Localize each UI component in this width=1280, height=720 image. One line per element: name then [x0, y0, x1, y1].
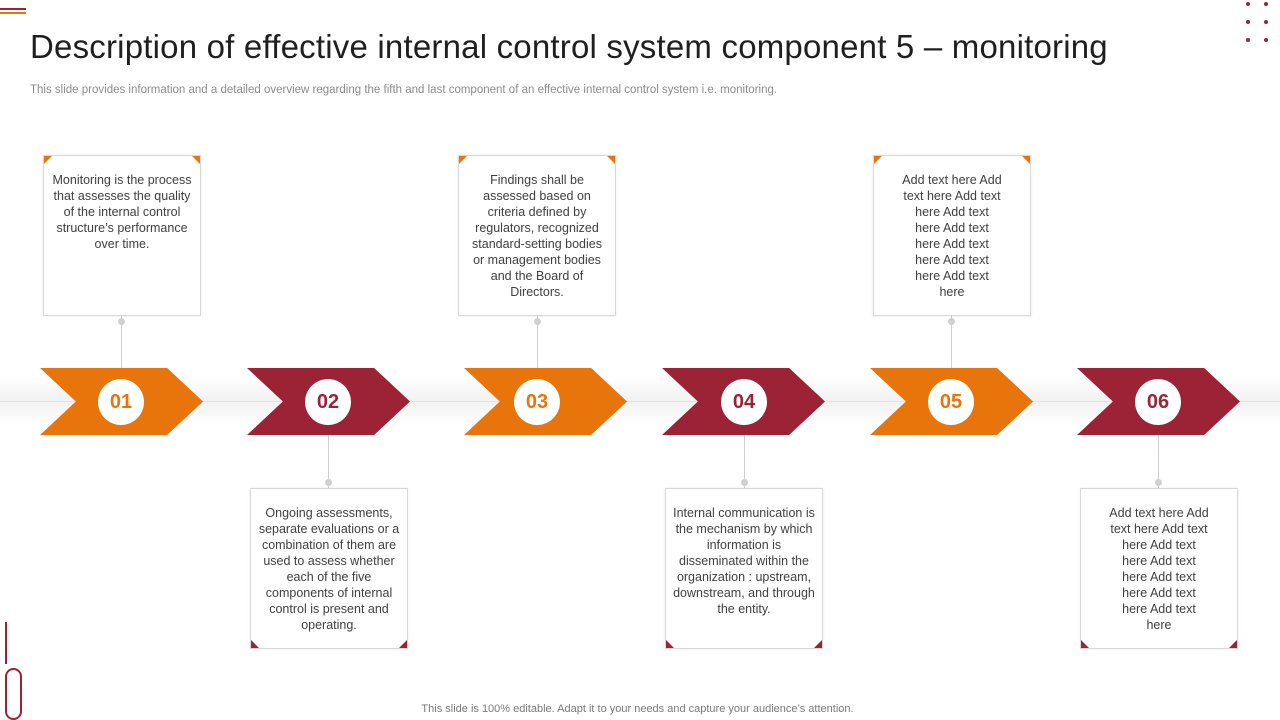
step-number-02: 02 [305, 379, 351, 425]
connector-dot [325, 479, 332, 486]
step-description: Internal communication is the mechanism … [673, 506, 815, 616]
connector-dot [118, 318, 125, 325]
corner-triangle [251, 640, 259, 648]
connector-dot [948, 318, 955, 325]
step-textbox-06[interactable]: Add text here Add text here Add text her… [1080, 488, 1238, 649]
connector-dot [1155, 479, 1162, 486]
step-description: Findings shall be assessed based on crit… [472, 173, 602, 299]
corner-triangle [666, 640, 674, 648]
left-line-decoration [5, 622, 7, 664]
step-number-03: 03 [514, 379, 560, 425]
corner-decoration [0, 8, 26, 16]
left-pill-decoration [5, 668, 22, 720]
connector-dot [741, 479, 748, 486]
step-textbox-04[interactable]: Internal communication is the mechanism … [665, 488, 823, 649]
corner-triangle [44, 156, 52, 164]
step-connector [328, 435, 329, 488]
step-connector [744, 435, 745, 488]
corner-triangle [1081, 640, 1089, 648]
step-number-01: 01 [98, 379, 144, 425]
step-textbox-02[interactable]: Ongoing assessments, separate evaluation… [250, 488, 408, 649]
corner-triangle [459, 156, 467, 164]
dot-grid-decoration [1244, 0, 1280, 50]
corner-triangle [874, 156, 882, 164]
step-number-06: 06 [1135, 379, 1181, 425]
step-description: Monitoring is the process that assesses … [52, 173, 192, 251]
step-connector [537, 316, 538, 368]
slide-subtitle: This slide provides information and a de… [30, 84, 778, 96]
step-textbox-05[interactable]: Add text here Add text here Add text her… [873, 155, 1031, 316]
connector-dot [534, 318, 541, 325]
step-number-05: 05 [928, 379, 974, 425]
corner-triangle [1022, 156, 1030, 164]
step-description: Add text here Add text here Add text her… [902, 173, 1002, 299]
corner-triangle [607, 156, 615, 164]
corner-triangle [1229, 640, 1237, 648]
step-connector [121, 316, 122, 368]
step-number-04: 04 [721, 379, 767, 425]
step-description: Add text here Add text here Add text her… [1109, 506, 1209, 632]
slide-footer: This slide is 100% editable. Adapt it to… [421, 703, 854, 715]
corner-triangle [192, 156, 200, 164]
step-textbox-03[interactable]: Findings shall be assessed based on crit… [458, 155, 616, 316]
timeline-line [0, 401, 1280, 402]
slide-title: Description of effective internal contro… [30, 28, 1108, 65]
step-textbox-01[interactable]: Monitoring is the process that assesses … [43, 155, 201, 316]
step-connector [1158, 435, 1159, 488]
corner-triangle [399, 640, 407, 648]
step-connector [951, 316, 952, 368]
corner-triangle [814, 640, 822, 648]
step-description: Ongoing assessments, separate evaluation… [258, 506, 400, 632]
